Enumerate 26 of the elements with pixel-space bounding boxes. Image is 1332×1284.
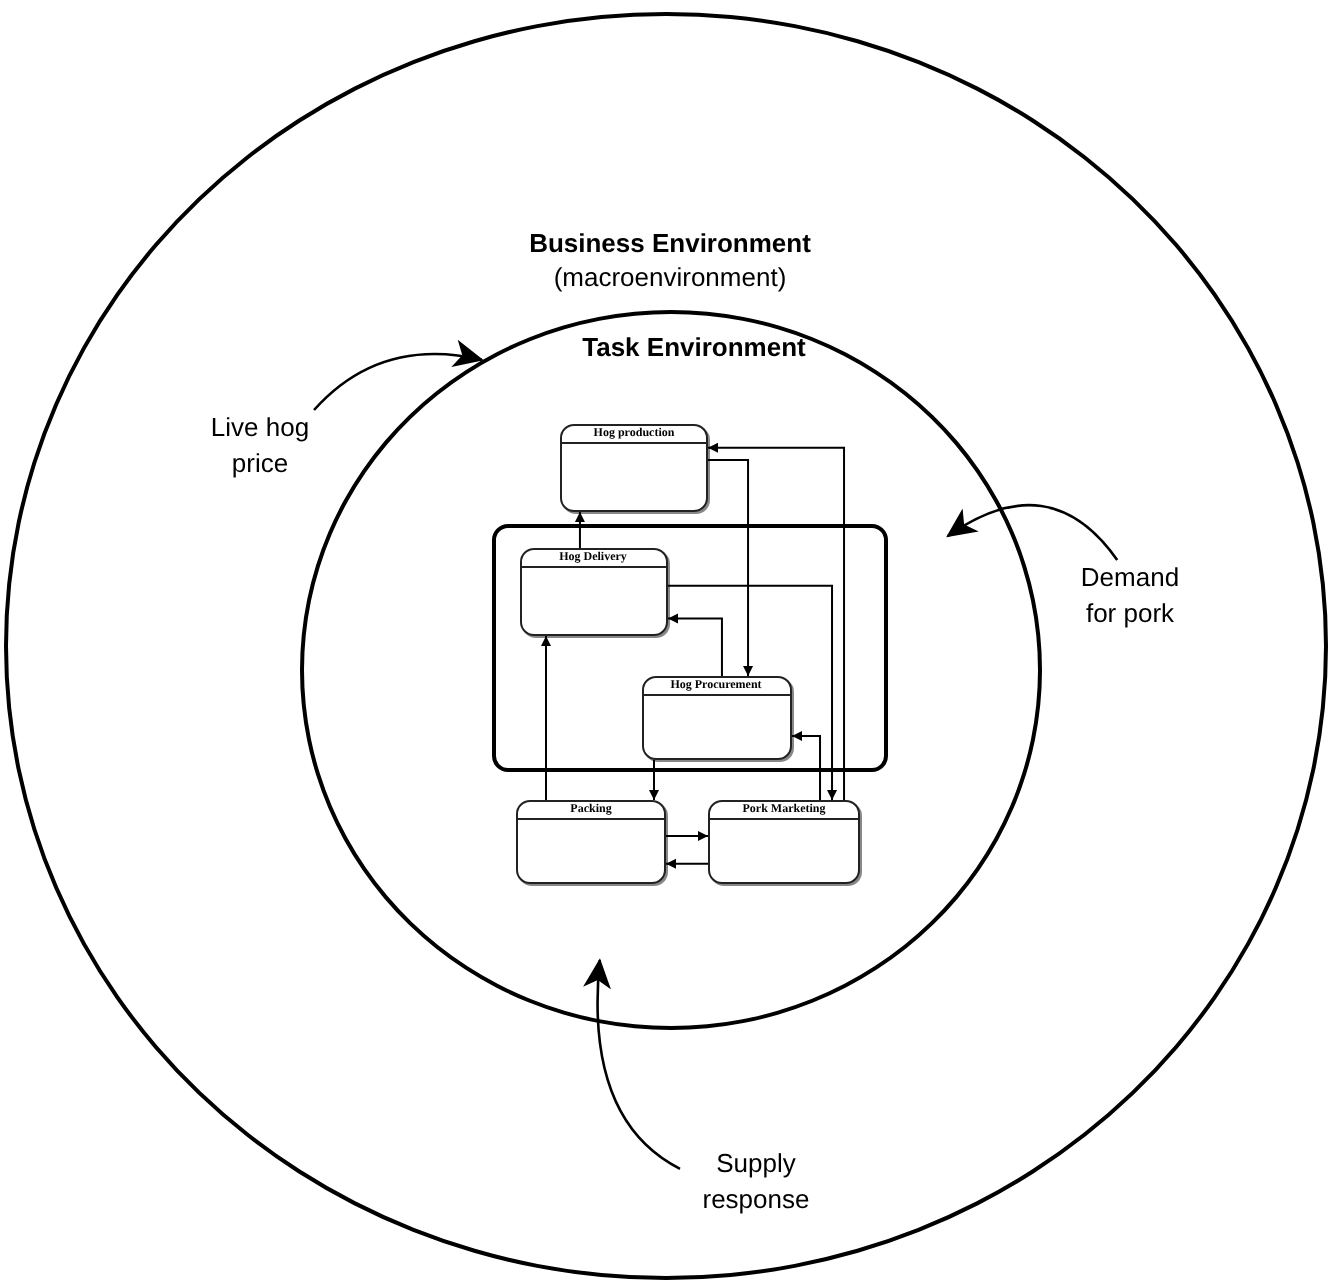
flow-arrow xyxy=(541,635,551,801)
flow-arrow xyxy=(707,459,754,677)
flow-arrow xyxy=(667,584,838,801)
flow-arrow xyxy=(707,442,846,801)
curved-arrow xyxy=(313,340,484,411)
curved-arrow xyxy=(583,958,681,1170)
flow-arrow xyxy=(665,858,709,869)
flow-arrow xyxy=(791,731,821,801)
environment-title: Business Environment xyxy=(527,226,813,262)
flow-arrow xyxy=(574,511,585,549)
environment-circle xyxy=(4,12,1328,1280)
system-boundary-box xyxy=(492,524,888,772)
process-box xyxy=(519,547,667,635)
process-box xyxy=(708,800,860,884)
flow-arrow xyxy=(665,831,709,842)
process-box xyxy=(560,424,708,512)
curved-arrow xyxy=(946,503,1119,561)
environment-title: Task Environment xyxy=(580,330,808,366)
process-box xyxy=(516,800,666,884)
influence-label: Demand for pork xyxy=(1078,560,1182,632)
influence-label: Live hog price xyxy=(208,410,312,482)
flow-arrow xyxy=(667,613,723,677)
environment-subtitle: (macroenvironment) xyxy=(551,260,789,296)
process-box xyxy=(641,675,791,759)
flow-arrow xyxy=(649,759,659,801)
influence-label: Supply response xyxy=(700,1146,812,1218)
